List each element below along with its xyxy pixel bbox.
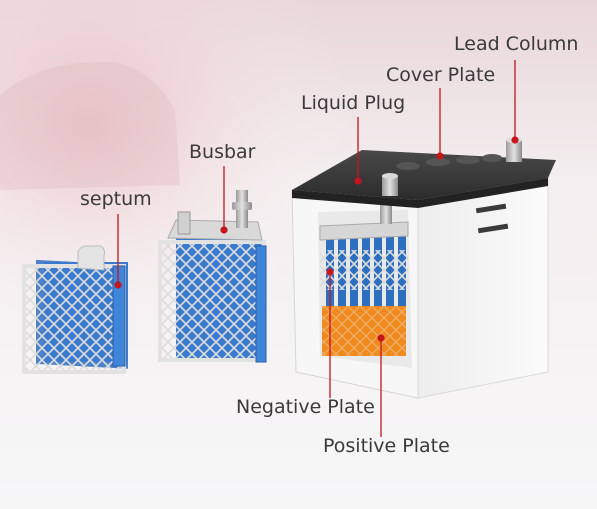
leader-lines (114, 60, 519, 437)
leader-dot-negative-plate (326, 268, 334, 276)
terminal-post-left (382, 176, 398, 196)
septum-grid (22, 264, 126, 374)
lead-column (506, 140, 522, 162)
leader-dot-lead-column (511, 136, 519, 144)
busbar-grid (158, 240, 266, 362)
septum-stack (22, 245, 128, 374)
positive-plate-grid (322, 306, 406, 356)
leader-dot-busbar (220, 226, 228, 234)
label-cover-plate: Cover Plate (386, 64, 496, 86)
label-septum: septum (80, 188, 152, 210)
label-negative-plate: Negative Plate (236, 396, 375, 418)
busbar-separator (255, 245, 267, 363)
label-lead-column: Lead Column (454, 33, 579, 55)
septum-separator (112, 265, 126, 367)
battery-cover-lip (292, 178, 548, 208)
label-liquid-plug: Liquid Plug (301, 92, 406, 114)
busbar-post-cap (232, 202, 252, 210)
leader-dot-septum (114, 281, 122, 289)
liquid-plug-1 (396, 162, 420, 170)
battery-rib-2 (477, 223, 509, 234)
busbar-lug-left (177, 211, 191, 235)
background-car-silhouette (0, 61, 180, 190)
liquid-plug-3 (456, 156, 480, 164)
label-positive-plate: Positive Plate (323, 435, 450, 457)
septum-lug (77, 245, 105, 271)
leader-dot-positive-plate (377, 334, 385, 342)
terminal-post-left-top (382, 173, 398, 179)
battery (291, 137, 556, 399)
liquid-plug-4 (482, 154, 502, 162)
liquid-plugs (396, 154, 502, 170)
battery-rib-1 (475, 203, 507, 214)
battery-internal-busbar (319, 221, 409, 241)
negative-plate-grid (320, 250, 408, 290)
leader-dot-liquid-plug (354, 177, 362, 185)
busbar-stack (158, 190, 267, 363)
liquid-plug-2 (426, 158, 450, 166)
label-busbar: Busbar (189, 141, 256, 163)
leader-dot-cover-plate (436, 152, 444, 160)
